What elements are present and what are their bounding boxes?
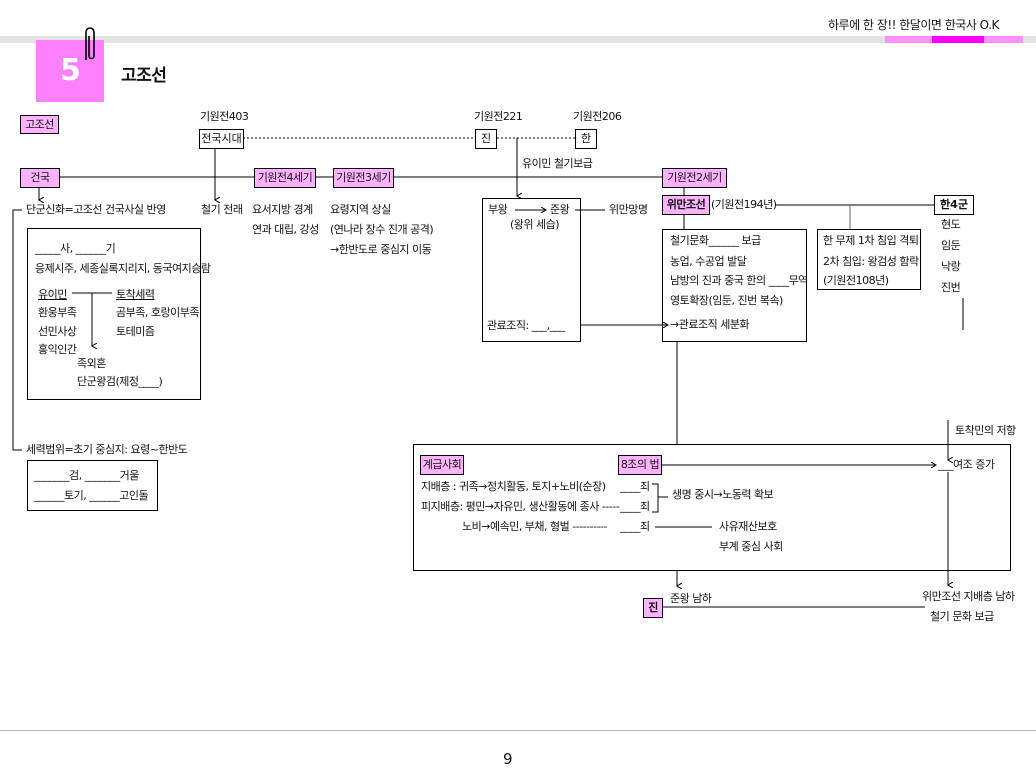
artifacts-line1: _______검, _______거울	[34, 469, 139, 482]
chapter-number: 5	[36, 40, 104, 102]
exogamy: 족외혼	[77, 357, 106, 370]
society-box	[413, 444, 1011, 571]
slaves: 노비→예속민, 부채, 형벌 ----------	[462, 520, 607, 533]
property-protection: 사유재산보호	[719, 520, 777, 533]
life-value: 생명 중시→노동력 확보	[672, 488, 774, 501]
header-slogan: 하루에 한 장!! 한달이면 한국사 O.K	[828, 18, 999, 32]
chapter-title: 고조선	[121, 66, 167, 86]
wiman-year: (기원전194년)	[711, 198, 777, 211]
qin-box: 진	[475, 129, 497, 149]
commanderies-box: 한4군	[934, 195, 974, 215]
page-number: 9	[503, 750, 513, 768]
c4-note: 요서지방 경계	[252, 203, 313, 216]
commandery: 현도	[941, 218, 961, 231]
jun-king: 준왕	[550, 203, 570, 216]
wiman-box	[662, 229, 807, 342]
ruling-class: 지배층 : 귀족→정치활동, 토지+노비(순장)	[421, 480, 606, 493]
han-box: 한	[575, 129, 597, 149]
section-tag: 고조선	[20, 115, 59, 134]
law-increase: ___여조 증가	[938, 458, 995, 471]
migrants-iron: 유이민 철기보급	[522, 157, 593, 170]
wiman-item: 철기문화______ 보급	[670, 234, 761, 247]
jun-south: 준왕 남하	[670, 592, 712, 605]
wiman-officials: →관료조직 세분화	[670, 318, 750, 331]
han-war-item: 한 무제 1차 침입 격퇴	[823, 234, 919, 247]
bu-king: 부왕	[488, 203, 508, 216]
chosen-idea: 선민사상	[38, 325, 77, 338]
bear-tiger: 곰부족, 호랑이부족	[116, 306, 199, 319]
hwanung: 환웅부족	[38, 306, 77, 319]
c3-tag: 기원전3세기	[333, 168, 394, 188]
header-bar	[0, 36, 1036, 43]
ruled-class: 피지배층: 평민→자유민, 생산활동에 종사 -----	[421, 500, 620, 513]
artifacts-line2: ______토기, ______고인돌	[34, 489, 149, 502]
founding-box	[27, 228, 201, 400]
c3-note: →한반도로 중심지 이동	[330, 243, 432, 256]
c2-tag: 기원전2세기	[662, 168, 727, 188]
date-bc206: 기원전206	[573, 110, 622, 123]
hongik: 홍익인간	[38, 343, 77, 356]
eight-laws-tag: 8조의 법	[618, 455, 662, 475]
wiman-item: 영토확장(임둔, 진번 복속)	[670, 294, 783, 307]
totemism: 토테미즘	[116, 325, 155, 338]
natives-label: 토착세력	[116, 288, 155, 301]
c3-note: 요령지역 상실	[330, 203, 391, 216]
range-text: 세력범위=초기 중심지: 요령~한반도	[26, 443, 188, 456]
founding-tag: 건국	[20, 168, 60, 188]
wiman-exile: 위만망명	[609, 203, 648, 216]
migrants-label: 유이민	[38, 288, 67, 301]
hereditary: (왕위 세습)	[510, 218, 560, 231]
sources-list: 응제시주, 세종실록지리지, 동국여지승람	[35, 262, 211, 275]
header-accent-dark	[932, 36, 984, 43]
c4-note: 연과 대립, 강성	[252, 223, 319, 236]
iron-intro: 철기 전래	[201, 203, 243, 216]
native-resistance: 토착민의 저항	[955, 424, 1016, 437]
wiman-item: 농업, 수공업 발달	[670, 255, 747, 268]
footer-line	[0, 730, 1036, 731]
wanggeom: 단군왕검(제정____)	[77, 375, 163, 388]
commandery: 진번	[941, 281, 961, 294]
crime-blank: ____죄	[620, 480, 650, 493]
sources-blank: _____사, ______기	[35, 242, 116, 255]
c4-tag: 기원전4세기	[254, 168, 316, 188]
dangun-myth: 단군신화=고조선 건국사실 반영	[26, 203, 166, 216]
crime-blank: ____죄	[620, 520, 650, 533]
date-bc403: 기원전403	[200, 110, 249, 123]
wiman-tag: 위만조선	[662, 195, 710, 215]
wiman-item: 남방의 진과 중국 한의 ____무역	[670, 274, 808, 287]
date-bc221: 기원전221	[474, 110, 523, 123]
crime-blank: ____죄	[620, 500, 650, 513]
wiman-south: 위만조선 지배층 남하	[922, 590, 1015, 603]
han-war-box	[817, 229, 921, 290]
commandery: 낙랑	[941, 260, 961, 273]
patriarchal: 부계 중심 사회	[719, 540, 783, 553]
han-war-item: 2차 침입: 왕검성 함락	[823, 255, 919, 268]
paperclip-icon	[85, 27, 95, 60]
warring-states-box: 전국시대	[199, 129, 244, 149]
class-society-tag: 계급사회	[420, 455, 464, 475]
jin-tag: 진	[643, 598, 663, 618]
commandery: 임둔	[941, 239, 961, 252]
artifacts-box	[27, 460, 158, 511]
c3-note: (연나라 장수 진개 공격)	[330, 223, 434, 236]
officials-blank: 관료조직: ___,___	[487, 319, 565, 332]
kings-box	[482, 198, 581, 342]
han-war-item: (기원전108년)	[823, 274, 889, 287]
iron-spread: 철기 문화 보급	[930, 610, 994, 623]
